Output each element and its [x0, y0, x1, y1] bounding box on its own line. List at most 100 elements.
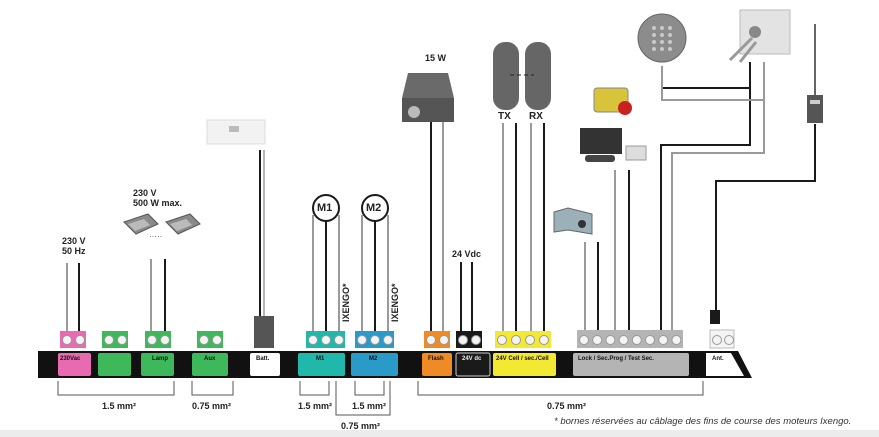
screw-head: [160, 335, 170, 345]
screw-head: [618, 335, 629, 345]
screw-head: [539, 335, 549, 345]
antenna-plug: [710, 310, 720, 324]
section-m1-label: 1.5 mm²: [298, 401, 333, 411]
section-m2-label: 1.5 mm²: [352, 401, 387, 411]
terminal-screws: [62, 335, 734, 345]
screw-head: [631, 335, 642, 345]
screw-head: [426, 335, 436, 345]
photocell-tx-label: TX: [498, 111, 511, 122]
emergency-button-icon: [593, 87, 632, 115]
wire-antenna: [715, 124, 816, 318]
section-brackets: [57, 381, 704, 416]
block-m2: [351, 353, 398, 376]
section-power-lamp-label: 1.5 mm²: [102, 401, 137, 411]
block-aux: [192, 353, 228, 376]
screw-head: [458, 335, 468, 345]
flash-lamp-icon: [402, 73, 454, 122]
svg-text:·····: ·····: [149, 232, 162, 241]
screw-head: [147, 335, 157, 345]
bracket-limits: [335, 381, 391, 416]
battery-icon-detail: [229, 126, 239, 132]
screw-head: [525, 335, 535, 345]
section-aux-label: 0.75 mm²: [192, 401, 232, 411]
photocell-rx-label: RX: [529, 111, 543, 122]
wire-key-2: [671, 62, 765, 330]
keypad-icon: [637, 13, 687, 63]
screw-head: [75, 335, 85, 345]
wire-keypad-2: [661, 66, 764, 101]
plug-batt: [254, 316, 274, 348]
block-label-lamp: Lamp: [152, 356, 168, 362]
screw-head: [334, 335, 344, 345]
bottom-divider: [0, 430, 879, 437]
screw-head: [439, 335, 449, 345]
block-label-lock-sec: Lock / Sec.Prog / Test Sec.: [578, 356, 654, 362]
screw-head: [104, 335, 114, 345]
screw-head: [199, 335, 209, 345]
bracket-m2: [354, 381, 385, 396]
bracket-aux: [191, 381, 234, 396]
flash-power-label: 15 W: [425, 53, 447, 63]
block-label-flash: Flash: [428, 356, 444, 362]
wires: [66, 24, 816, 341]
block-flash: [422, 353, 452, 376]
section-low-voltage-label: 0.75 mm²: [547, 401, 587, 411]
screw-head: [671, 335, 682, 345]
plug-cell: [495, 331, 551, 348]
safety-edge-icon: [580, 128, 647, 162]
screw-head: [592, 335, 603, 345]
bracket-low-voltage: [417, 381, 704, 396]
block-label-aux: Aux: [204, 356, 216, 362]
plug-lock-sec: [577, 330, 683, 348]
block-m1: [298, 353, 345, 376]
screw-head: [212, 335, 222, 345]
screw-head: [471, 335, 481, 345]
footnote: * bornes réservées au câblage des fins d…: [554, 416, 852, 427]
terminal-blocks: [58, 352, 744, 377]
wire-key-1: [660, 62, 751, 330]
screw-head: [357, 335, 367, 345]
screw-head: [724, 335, 734, 345]
motor-m1-icon: [312, 194, 340, 222]
block-label-m1: M1: [316, 356, 325, 362]
screw-head: [62, 335, 72, 345]
lamp-icon: ·····: [123, 213, 201, 241]
screw-head: [605, 335, 616, 345]
block-3-4: [98, 353, 131, 376]
block-label-230vac: 230Vac: [60, 356, 81, 362]
block-batt: [250, 353, 280, 376]
block-lock-sec: [573, 353, 689, 376]
m2-ixengo-label: IXENGO*: [390, 283, 400, 322]
screw-head: [321, 335, 331, 345]
block-label-batt: Batt.: [256, 356, 270, 362]
block-24v: [455, 352, 491, 377]
photocell-tx-icon: [493, 42, 519, 110]
block-cell: [493, 353, 556, 376]
screw-head: [370, 335, 380, 345]
bracket-power-lamp: [57, 381, 175, 396]
block-label-24v: 24V dc: [462, 356, 482, 362]
power-frequency-label: 50 Hz: [62, 246, 86, 256]
screw-head: [497, 335, 507, 345]
bracket-m1: [299, 381, 330, 396]
motor-m2-label: M2: [366, 202, 382, 214]
screw-head: [308, 335, 318, 345]
screw-head: [383, 335, 393, 345]
block-label-ant: Ant.: [712, 356, 724, 362]
screw-head: [117, 335, 127, 345]
block-labels: 230Vac Lamp Aux Batt. M1 M2 Flash 24V dc…: [60, 356, 724, 362]
screw-head: [645, 335, 655, 345]
screw-head: [658, 335, 669, 345]
screw-head: [579, 335, 589, 345]
block-ant: [706, 353, 744, 376]
section-limits-label: 0.75 mm²: [341, 421, 381, 431]
m1-ixengo-label: IXENGO*: [341, 283, 351, 322]
electric-lock-icon: [553, 207, 593, 235]
wire-keypad-1: [661, 66, 750, 89]
block-label-m2: M2: [369, 356, 378, 362]
screw-head: [511, 335, 521, 345]
antenna-module-detail: [810, 100, 820, 104]
lamp-voltage-label: 230 V: [133, 188, 157, 198]
cell-supply-label: 24 Vdc: [452, 249, 482, 259]
